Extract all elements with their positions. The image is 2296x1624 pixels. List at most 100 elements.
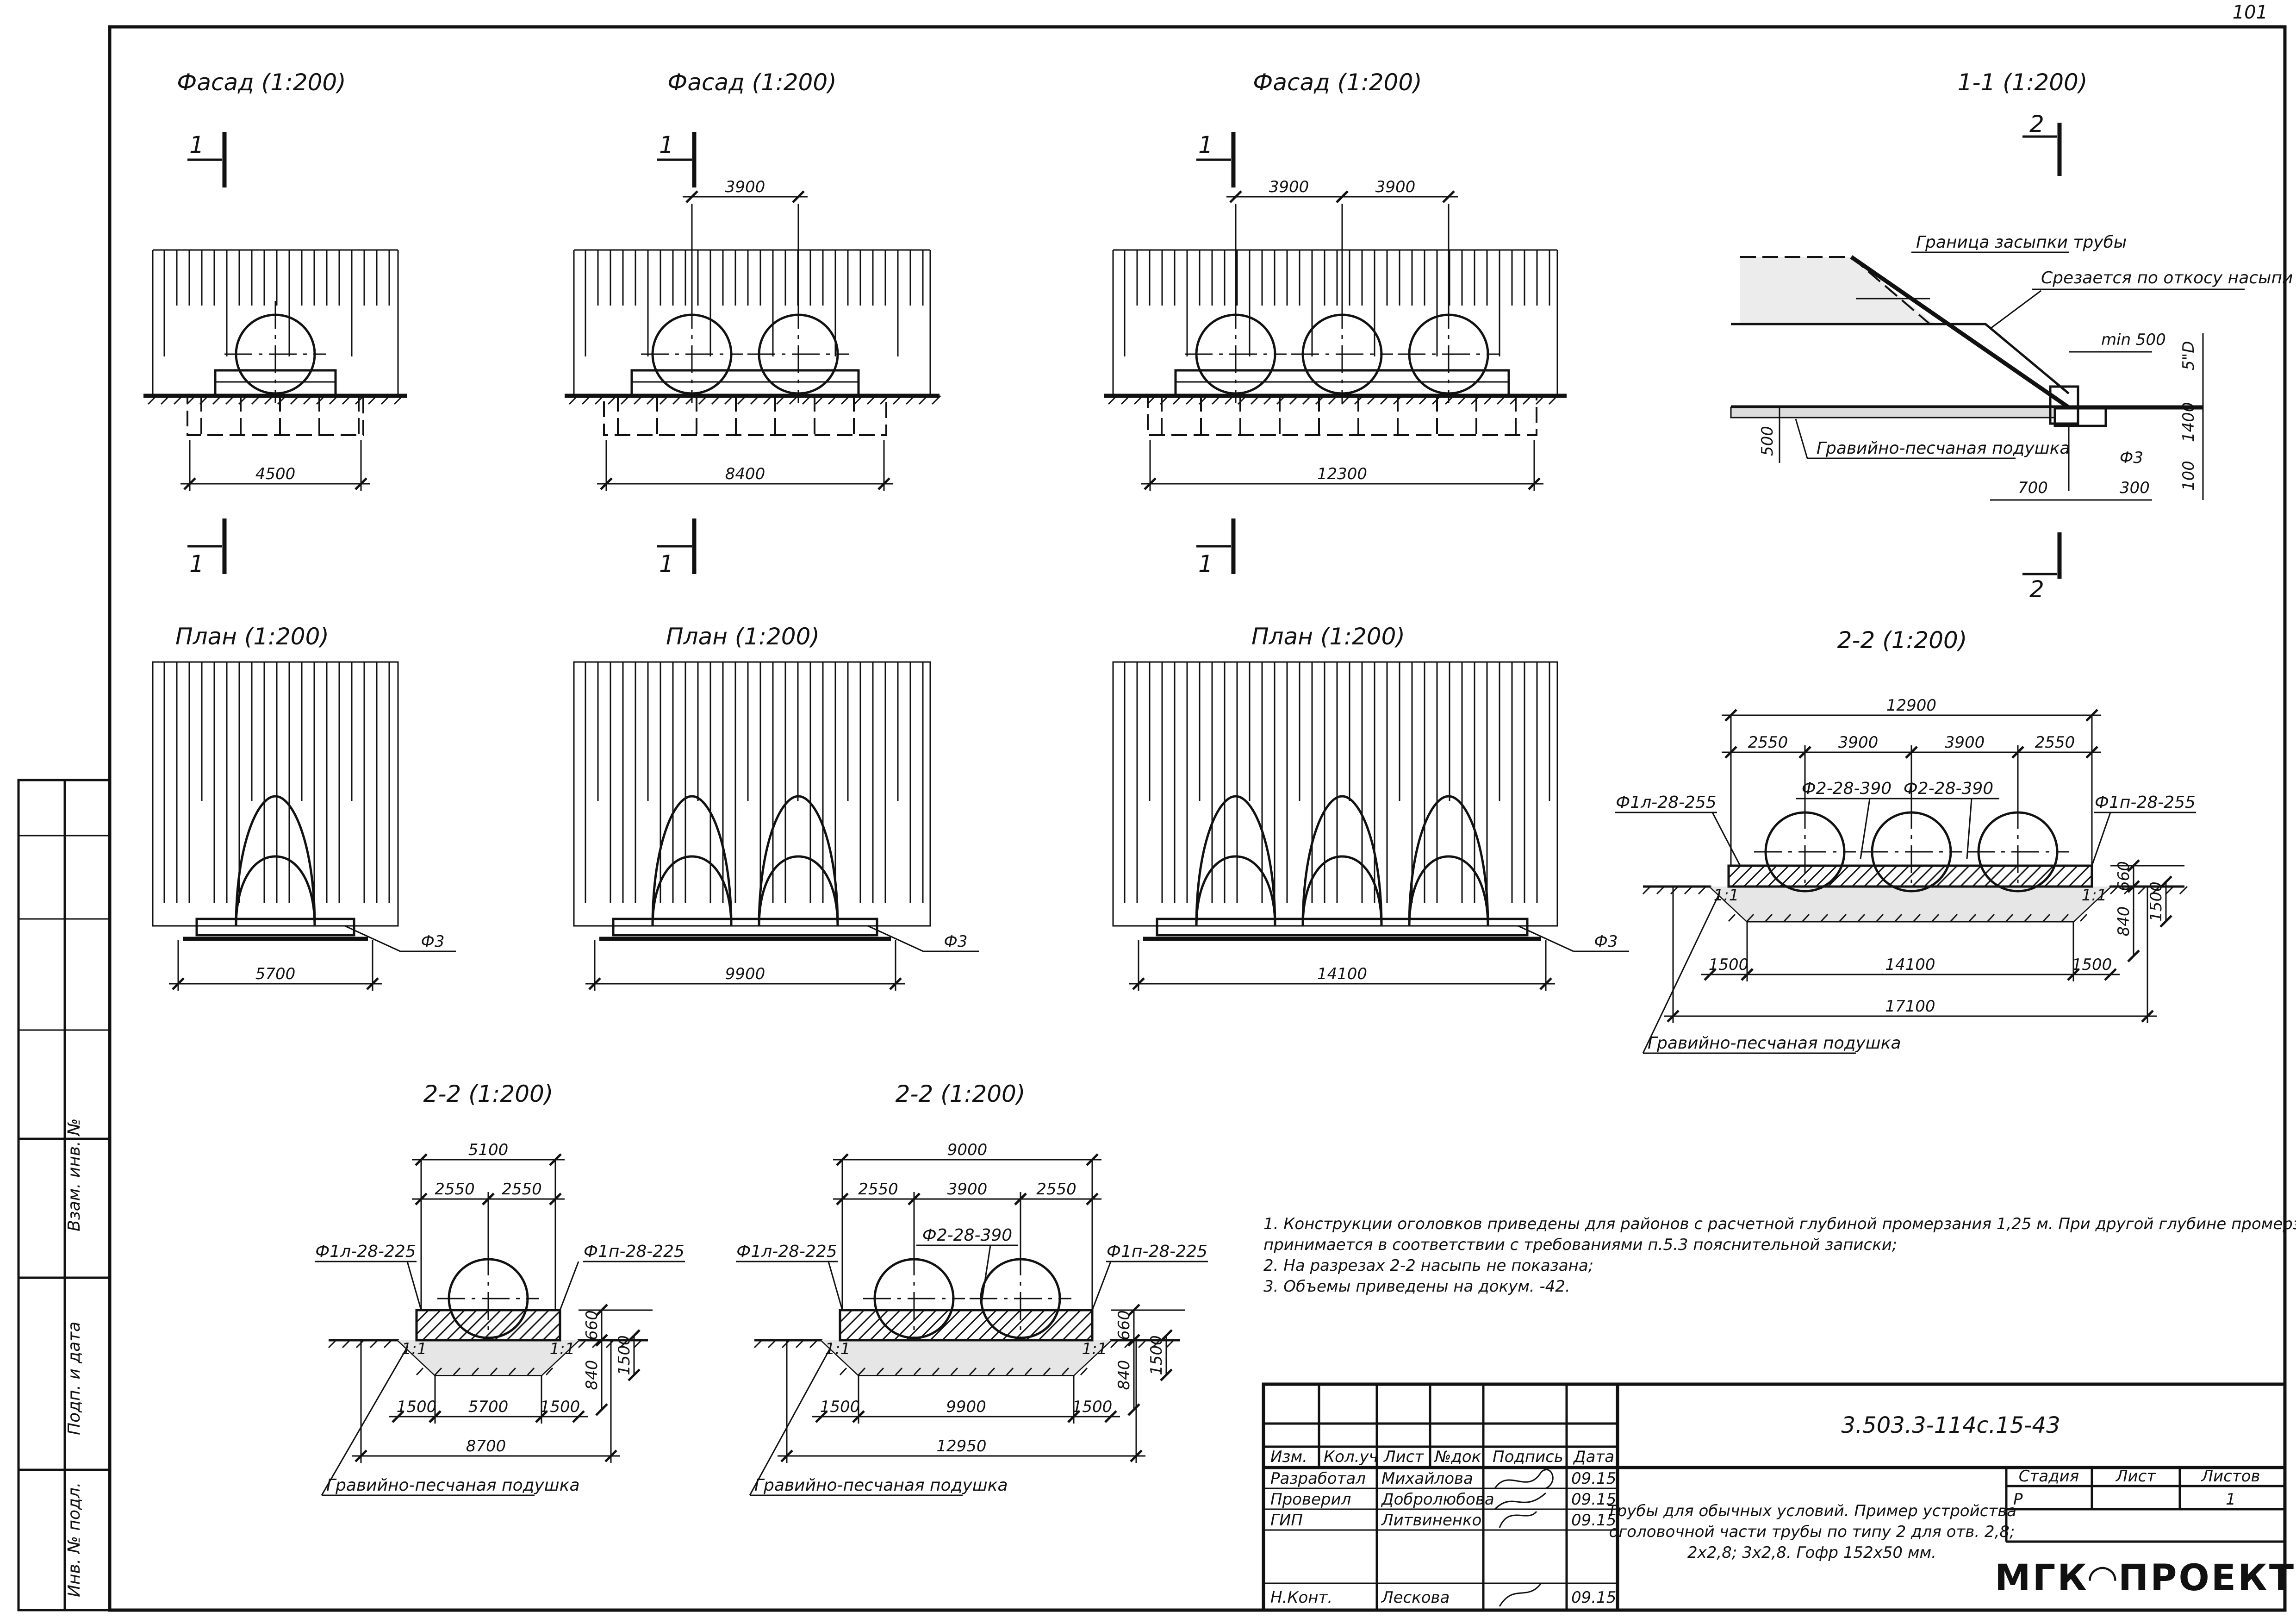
hatch [840, 1310, 1092, 1340]
svg-text:1400: 1400 [2179, 402, 2198, 442]
svg-text:Стадия: Стадия [2019, 1467, 2079, 1486]
dimension-tick [572, 1410, 585, 1423]
ground-hatch [828, 395, 838, 405]
height-dimension: 1500 [615, 1335, 634, 1375]
hatch-line [1911, 866, 1934, 887]
hatch [417, 1310, 560, 1340]
ground-hatch [1670, 886, 1679, 895]
hatch-line [1984, 866, 2006, 887]
ground-hatch [1367, 395, 1377, 405]
section11-title: 1-1 (1:200) [1958, 69, 2088, 96]
ground-hatch [607, 395, 617, 405]
section22-title: 2-2 (1:200) [423, 1081, 554, 1107]
hatch-line [1779, 866, 1802, 887]
hatch-line [417, 1310, 442, 1336]
foundation-outline [187, 395, 364, 436]
general-notes: 1. Конструкции оголовков приведены для р… [1263, 1215, 2296, 1296]
title-block: 3.503.3-114с.15-43 Изм. Кол.уч Лист №док… [1262, 1382, 2296, 1612]
cushion-hatch [1783, 913, 1792, 922]
leader-line [749, 1347, 832, 1496]
ground-hatch [1224, 395, 1234, 405]
leader-line [828, 1261, 843, 1311]
ground-hatch [290, 395, 300, 405]
dimension-tick [2127, 949, 2140, 962]
svg-text:Кол.уч: Кол.уч [1324, 1448, 1378, 1466]
dimension-tick [1127, 1403, 1140, 1416]
hatch-line [881, 1310, 913, 1340]
dimension-tick [852, 1410, 865, 1423]
edge-dimension: 1500 [820, 1398, 860, 1416]
cushion-hatch [1746, 913, 1755, 922]
hatch-line [1767, 866, 1790, 887]
element-label: Ф2-28-390 [922, 1226, 1012, 1245]
element-label: Ф1л-28-225 [736, 1242, 837, 1261]
hatch-line [1923, 866, 1946, 887]
cushion-hatch [545, 1367, 554, 1376]
pipe-inner-outline [758, 855, 839, 926]
spacing-dimension: 3900 [1269, 178, 1309, 196]
dimension-tick [1130, 1449, 1143, 1462]
dimension-tick [183, 477, 196, 490]
cushion-hatch [1839, 913, 1847, 922]
ground-hatch [251, 395, 261, 405]
bottom-dimension: 5700 [468, 1398, 509, 1416]
hatch-line [1729, 866, 1730, 867]
dimension-tick [2067, 968, 2080, 981]
hatch-line [840, 1310, 865, 1336]
svg-text:09.15: 09.15 [1571, 1588, 1616, 1607]
hatch-line [417, 1310, 429, 1324]
hatch-line [458, 1310, 490, 1340]
hatch-line [518, 1310, 550, 1340]
cut-label: Срезается по откосу насыпи [2041, 269, 2293, 287]
ground-hatch [355, 1339, 365, 1349]
dimension-tick [1067, 1410, 1080, 1423]
height-dimension: 840 [2115, 906, 2133, 937]
dimension-tick [172, 977, 185, 990]
cushion-hatch [2024, 913, 2032, 922]
hatch-line [542, 1322, 560, 1340]
pipe-inner-outline [1195, 855, 1276, 926]
leader-line [1860, 798, 1871, 859]
svg-text:1: 1 [2226, 1490, 2236, 1509]
ground-hatch [1133, 395, 1144, 405]
ground-hatch [1263, 395, 1273, 405]
pipe-inner-outline [651, 855, 733, 926]
leader-line [559, 1261, 579, 1311]
hatch-line [434, 1310, 466, 1340]
ground-hatch [1138, 1339, 1147, 1349]
company-logo: МГК◠ПРОЕКТ [1995, 1557, 2296, 1599]
hatch-line [917, 1310, 949, 1340]
ground-hatch [568, 395, 579, 405]
hatch-line [1062, 1310, 1092, 1340]
cushion-hatch [1728, 913, 1736, 922]
hatch-line [2068, 866, 2091, 887]
hatch-line [1827, 866, 1850, 887]
hatch-line [905, 1310, 937, 1340]
dimension-tick [2159, 875, 2172, 888]
cushion-hatch [2061, 913, 2069, 922]
svg-text:Р: Р [2013, 1490, 2023, 1509]
pipe-outline [758, 795, 839, 926]
dimension-tick [1667, 1010, 1680, 1023]
hatch-line [1014, 1310, 1045, 1340]
svg-text:09.15: 09.15 [1571, 1511, 1616, 1530]
cushion-hatch [1006, 1367, 1014, 1376]
ground-hatch [1276, 395, 1286, 405]
ground-hatch [866, 395, 877, 405]
leader-line [2091, 812, 2111, 866]
dimension-tick [366, 977, 379, 990]
svg-text:Изм.: Изм. [1270, 1448, 1307, 1466]
dimension-tick [2159, 915, 2172, 928]
svg-text:Ф3: Ф3 [2120, 449, 2143, 467]
svg-text:Лескова: Лескова [1381, 1588, 1450, 1607]
cushion-hatch [1968, 913, 1977, 922]
ground-hatch [1124, 1339, 1133, 1349]
dimension-tick [2085, 746, 2098, 759]
cushion-fill [1710, 887, 2110, 921]
side-stamp: Взам. инв. № Подп. и дата Инв. № подл. [17, 779, 111, 1612]
dimension-tick [1528, 477, 1541, 490]
signature-mark [1494, 1469, 1554, 1489]
dimension-tick [595, 1304, 608, 1317]
